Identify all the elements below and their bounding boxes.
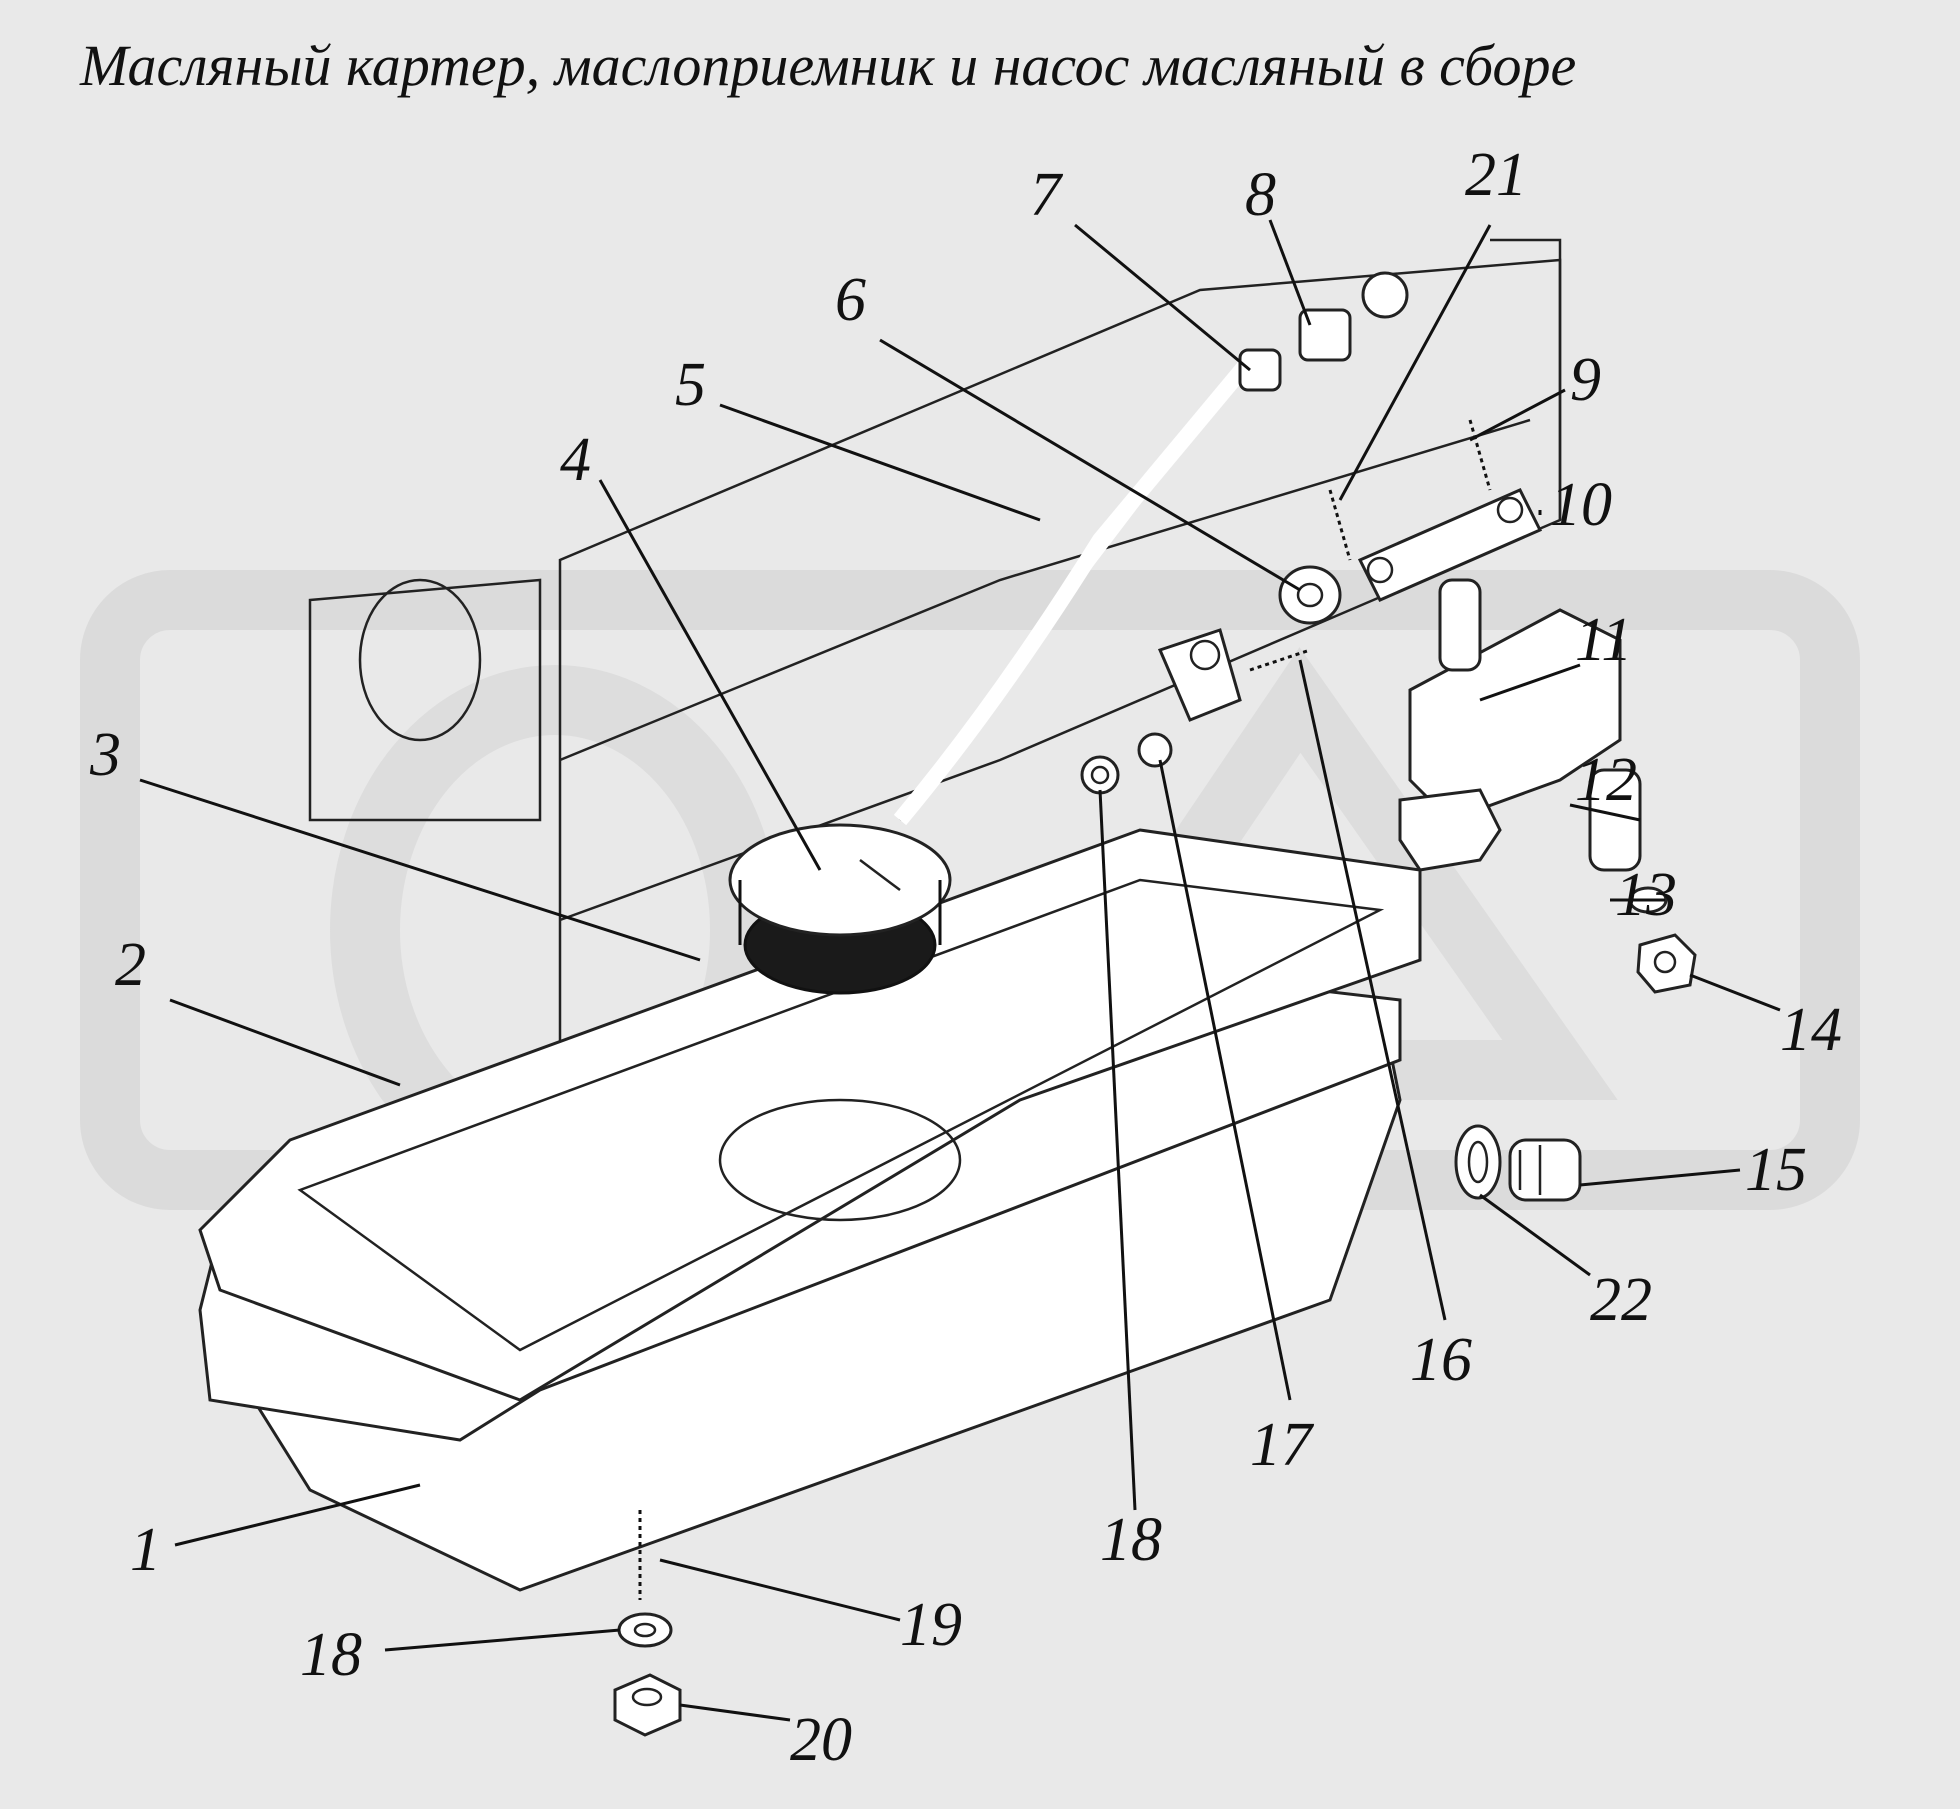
valve-7-8 bbox=[1238, 271, 1409, 392]
leader-16 bbox=[1298, 659, 1447, 1321]
callout-8: 8 bbox=[1245, 161, 1276, 229]
leader-20 bbox=[679, 1703, 791, 1722]
callout-20: 20 bbox=[790, 1706, 852, 1774]
leader-15 bbox=[1579, 1168, 1741, 1187]
washer-18-lower bbox=[617, 1612, 673, 1648]
oil-pump bbox=[1398, 578, 1622, 872]
leader-18b bbox=[384, 1628, 621, 1652]
leader-4 bbox=[598, 479, 822, 871]
washer-22 bbox=[1454, 1124, 1502, 1200]
callout-18-upper: 18 bbox=[1100, 1506, 1162, 1574]
leader-22 bbox=[1479, 1193, 1591, 1277]
callout-1: 1 bbox=[130, 1516, 161, 1584]
leader-19 bbox=[659, 1558, 901, 1622]
callout-17: 17 bbox=[1250, 1411, 1315, 1479]
stud-16 bbox=[1249, 648, 1311, 672]
leader-lines bbox=[139, 219, 1781, 1722]
leader-7 bbox=[1074, 223, 1251, 372]
leader-18a bbox=[1098, 789, 1137, 1511]
plug-15 bbox=[1508, 1138, 1582, 1202]
leader-17 bbox=[1158, 759, 1292, 1401]
pump-gasket bbox=[1357, 488, 1543, 602]
callout-6: 6 bbox=[835, 266, 866, 334]
callout-21: 21 bbox=[1465, 141, 1527, 209]
fitting-6 bbox=[1157, 628, 1242, 722]
callout-5: 5 bbox=[675, 351, 706, 419]
leader-11 bbox=[1479, 663, 1581, 702]
leader-6 bbox=[879, 338, 1301, 592]
callout-12: 12 bbox=[1575, 746, 1637, 814]
callout-10: 10 bbox=[1550, 471, 1612, 539]
leader-12 bbox=[1569, 803, 1641, 822]
callout-9: 9 bbox=[1570, 346, 1601, 414]
washer-17 bbox=[1137, 732, 1173, 768]
leader-5 bbox=[719, 403, 1041, 522]
callout-16: 16 bbox=[1410, 1326, 1472, 1394]
callout-15: 15 bbox=[1745, 1136, 1807, 1204]
callout-11: 11 bbox=[1575, 606, 1632, 674]
nut-20 bbox=[613, 1673, 682, 1737]
oil-pickup bbox=[728, 823, 952, 995]
leader-14 bbox=[1689, 973, 1781, 1012]
callout-18-lower: 18 bbox=[300, 1621, 362, 1689]
leader-8 bbox=[1268, 219, 1312, 326]
leader-2 bbox=[169, 998, 401, 1087]
callout-4: 4 bbox=[560, 426, 591, 494]
callout-3: 3 bbox=[89, 721, 121, 789]
nut-18-upper bbox=[1080, 755, 1120, 795]
callout-19: 19 bbox=[900, 1591, 962, 1659]
stud-21 bbox=[1328, 489, 1352, 561]
leader-21 bbox=[1338, 224, 1492, 501]
diagram-title: Масляный картер, маслоприемник и насос м… bbox=[80, 33, 1577, 98]
washer-6 bbox=[1278, 565, 1342, 625]
callout-22: 22 bbox=[1590, 1266, 1652, 1334]
leader-1 bbox=[174, 1483, 421, 1547]
callout-2: 2 bbox=[115, 931, 146, 999]
leader-9 bbox=[1469, 388, 1566, 442]
callout-labels: 1 2 3 4 5 6 7 8 9 10 11 12 13 14 15 16 1… bbox=[89, 141, 1842, 1774]
callout-7: 7 bbox=[1030, 161, 1064, 229]
nut-14 bbox=[1636, 933, 1697, 994]
leader-3 bbox=[139, 778, 701, 962]
pickup-tube bbox=[893, 354, 1257, 826]
callout-14: 14 bbox=[1780, 996, 1842, 1064]
callout-13: 13 bbox=[1615, 861, 1677, 929]
